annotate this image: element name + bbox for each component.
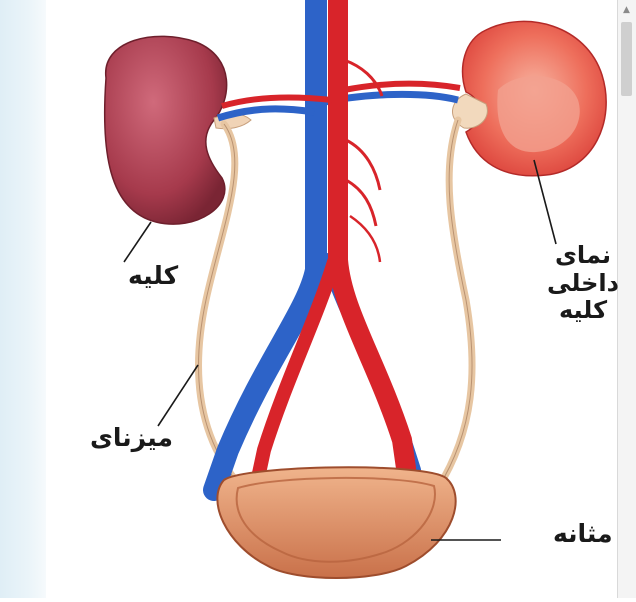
abdominal-aorta [338,0,406,468]
kidney-leader-line [124,222,151,262]
kidney-label: کلیه [128,262,178,291]
kidney-interior-label: نمای داخلی کلیه [538,242,628,325]
ureter-leader-line [158,365,198,426]
right-renal-artery [344,84,460,90]
left-renal-vein [218,109,314,118]
scrollbar-thumb[interactable] [621,22,632,96]
left-kidney [105,36,227,224]
urinary-system-diagram: کلیه نمای داخلی کلیه میزنای مثانه [46,0,617,598]
scroll-up-arrow-icon[interactable]: ▲ [621,4,632,16]
inferior-vena-cava [214,0,316,490]
urinary-system-illustration [46,0,617,598]
bladder-label: مثانه [553,520,613,549]
ureter-label: میزنای [90,424,173,453]
left-sidebar-strip [0,0,46,598]
